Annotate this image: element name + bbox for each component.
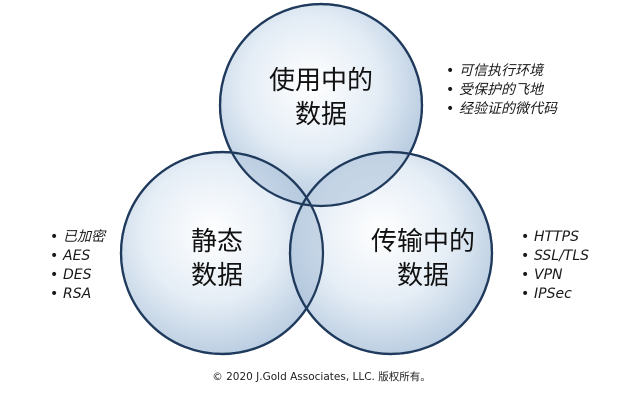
list-item: HTTPS (521, 228, 589, 247)
list-item: 已加密 (50, 228, 105, 247)
list-item: RSA (50, 285, 105, 304)
label-data-in-use-line2: 数据 (294, 100, 347, 130)
list-data-in-transit: HTTPS SSL/TLS VPN IPSec (521, 228, 589, 304)
list-item: IPSec (521, 285, 589, 304)
list-item: AES (50, 247, 105, 266)
list-data-in-use: 可信执行环境 受保护的飞地 经验证的微代码 (446, 62, 557, 119)
label-data-at-rest: 静态 数据 (162, 225, 272, 293)
copyright-footer: © 2020 J.Gold Associates, LLC. 版权所有。 (212, 371, 431, 383)
label-data-in-transit-line1: 传输中的 (370, 227, 475, 257)
list-item: 经验证的微代码 (446, 100, 557, 119)
label-data-in-transit-line2: 数据 (396, 261, 449, 291)
list-item: SSL/TLS (521, 247, 589, 266)
list-item: VPN (521, 266, 589, 285)
overlap-top-right (290, 152, 422, 206)
list-data-at-rest: 已加密 AES DES RSA (50, 228, 105, 304)
label-data-in-transit: 传输中的 数据 (353, 225, 493, 293)
label-data-at-rest-line2: 数据 (190, 261, 243, 291)
label-data-in-use-line1: 使用中的 (268, 66, 373, 96)
list-item: DES (50, 266, 105, 285)
list-item: 受保护的飞地 (446, 81, 557, 100)
list-item: 可信执行环境 (446, 62, 557, 81)
label-data-in-use: 使用中的 数据 (251, 64, 391, 132)
label-data-at-rest-line1: 静态 (190, 227, 243, 257)
